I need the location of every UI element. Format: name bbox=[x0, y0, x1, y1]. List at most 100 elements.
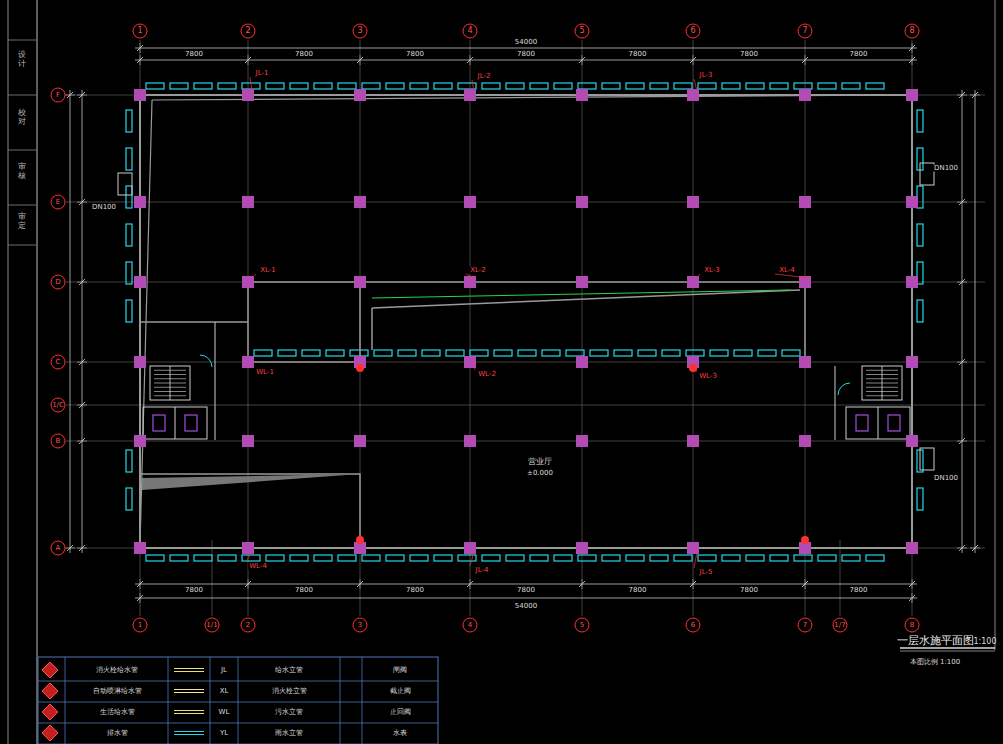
dimension-tick bbox=[140, 43, 141, 53]
column bbox=[576, 356, 588, 368]
frame-line bbox=[8, 0, 9, 744]
callout-number: WL-3 bbox=[698, 373, 718, 380]
window bbox=[917, 224, 923, 246]
column bbox=[134, 356, 146, 368]
column bbox=[464, 435, 476, 447]
column bbox=[354, 196, 366, 208]
leader-line bbox=[246, 552, 252, 562]
dimension-tick bbox=[693, 55, 694, 65]
column bbox=[354, 276, 366, 288]
window bbox=[266, 83, 284, 89]
title-block-line bbox=[8, 150, 37, 151]
grid-line bbox=[212, 540, 213, 616]
window bbox=[758, 350, 776, 356]
column bbox=[906, 435, 918, 447]
dimension-tick bbox=[957, 548, 967, 549]
dimension-tick bbox=[65, 548, 75, 549]
dimension-tick bbox=[77, 548, 87, 549]
window bbox=[338, 555, 356, 561]
axis-bubble bbox=[798, 618, 812, 632]
column bbox=[799, 435, 811, 447]
window bbox=[530, 555, 548, 561]
leader-line bbox=[775, 274, 809, 278]
window bbox=[614, 350, 632, 356]
door-swing bbox=[838, 383, 850, 395]
window bbox=[818, 555, 836, 561]
dimension-text: 54000 bbox=[514, 603, 538, 610]
table-cell: 雨水立管 bbox=[275, 730, 303, 737]
outer-wall bbox=[140, 95, 912, 548]
window bbox=[794, 83, 812, 89]
grid-line bbox=[693, 40, 694, 616]
window bbox=[398, 350, 416, 356]
window bbox=[494, 350, 512, 356]
grid-line bbox=[66, 362, 985, 363]
elevation-text: ±0.000 bbox=[527, 470, 553, 477]
dimension-line bbox=[135, 48, 917, 49]
axis-label: 4 bbox=[468, 622, 472, 629]
column bbox=[354, 435, 366, 447]
window bbox=[770, 555, 788, 561]
window bbox=[374, 350, 392, 356]
fixture bbox=[888, 415, 900, 431]
axis-label: F bbox=[56, 92, 60, 99]
column bbox=[242, 356, 254, 368]
column bbox=[134, 89, 146, 101]
riser-symbol bbox=[801, 536, 809, 544]
axis-bubble bbox=[51, 275, 65, 289]
window bbox=[126, 488, 132, 510]
dimension-tick bbox=[582, 579, 583, 589]
legend-symbol-code: JL bbox=[221, 667, 227, 674]
window bbox=[146, 555, 164, 561]
window bbox=[917, 110, 923, 132]
axis-bubble bbox=[686, 24, 700, 38]
axis-label: 5 bbox=[580, 622, 584, 629]
window bbox=[386, 555, 404, 561]
grid-line bbox=[805, 40, 806, 616]
window bbox=[146, 83, 164, 89]
column bbox=[134, 276, 146, 288]
legend-text: 自动喷淋给水管 bbox=[93, 688, 142, 695]
axis-label: C bbox=[56, 359, 61, 366]
axis-label: B bbox=[56, 438, 61, 445]
toilet-room bbox=[143, 407, 207, 439]
table-line bbox=[238, 657, 239, 744]
grid-line bbox=[582, 40, 583, 616]
dimension-line bbox=[135, 584, 917, 585]
window bbox=[482, 83, 500, 89]
window bbox=[698, 555, 716, 561]
dimension-tick bbox=[140, 579, 141, 589]
column bbox=[354, 89, 366, 101]
dimension-tick bbox=[693, 579, 694, 589]
window bbox=[722, 555, 740, 561]
axis-label: 1/7 bbox=[834, 622, 845, 629]
drawing-title: 一层水施平面图 bbox=[897, 635, 974, 646]
stair bbox=[862, 366, 902, 400]
pipe-size: DN100 bbox=[933, 165, 959, 172]
window bbox=[126, 186, 132, 208]
axis-bubble bbox=[241, 618, 255, 632]
entrance bbox=[920, 163, 934, 185]
axis-label: 8 bbox=[909, 27, 914, 35]
callout-number: JL-3 bbox=[699, 72, 714, 79]
axis-label: 3 bbox=[358, 622, 362, 629]
window bbox=[170, 83, 188, 89]
window bbox=[314, 83, 332, 89]
axis-bubble bbox=[353, 618, 367, 632]
title-block-line bbox=[8, 245, 37, 246]
window bbox=[126, 450, 132, 472]
axis-bubble bbox=[353, 24, 367, 38]
window bbox=[566, 350, 584, 356]
legend-line-sample bbox=[174, 668, 204, 669]
dimension-tick bbox=[912, 593, 913, 603]
callout-number: XL-3 bbox=[703, 267, 721, 274]
toilet-room bbox=[846, 407, 910, 439]
window bbox=[218, 555, 236, 561]
riser-symbol bbox=[689, 364, 697, 372]
window bbox=[278, 350, 296, 356]
wall bbox=[175, 407, 176, 439]
column bbox=[687, 435, 699, 447]
window bbox=[746, 83, 764, 89]
window bbox=[170, 555, 188, 561]
dimension-tick bbox=[77, 202, 87, 203]
